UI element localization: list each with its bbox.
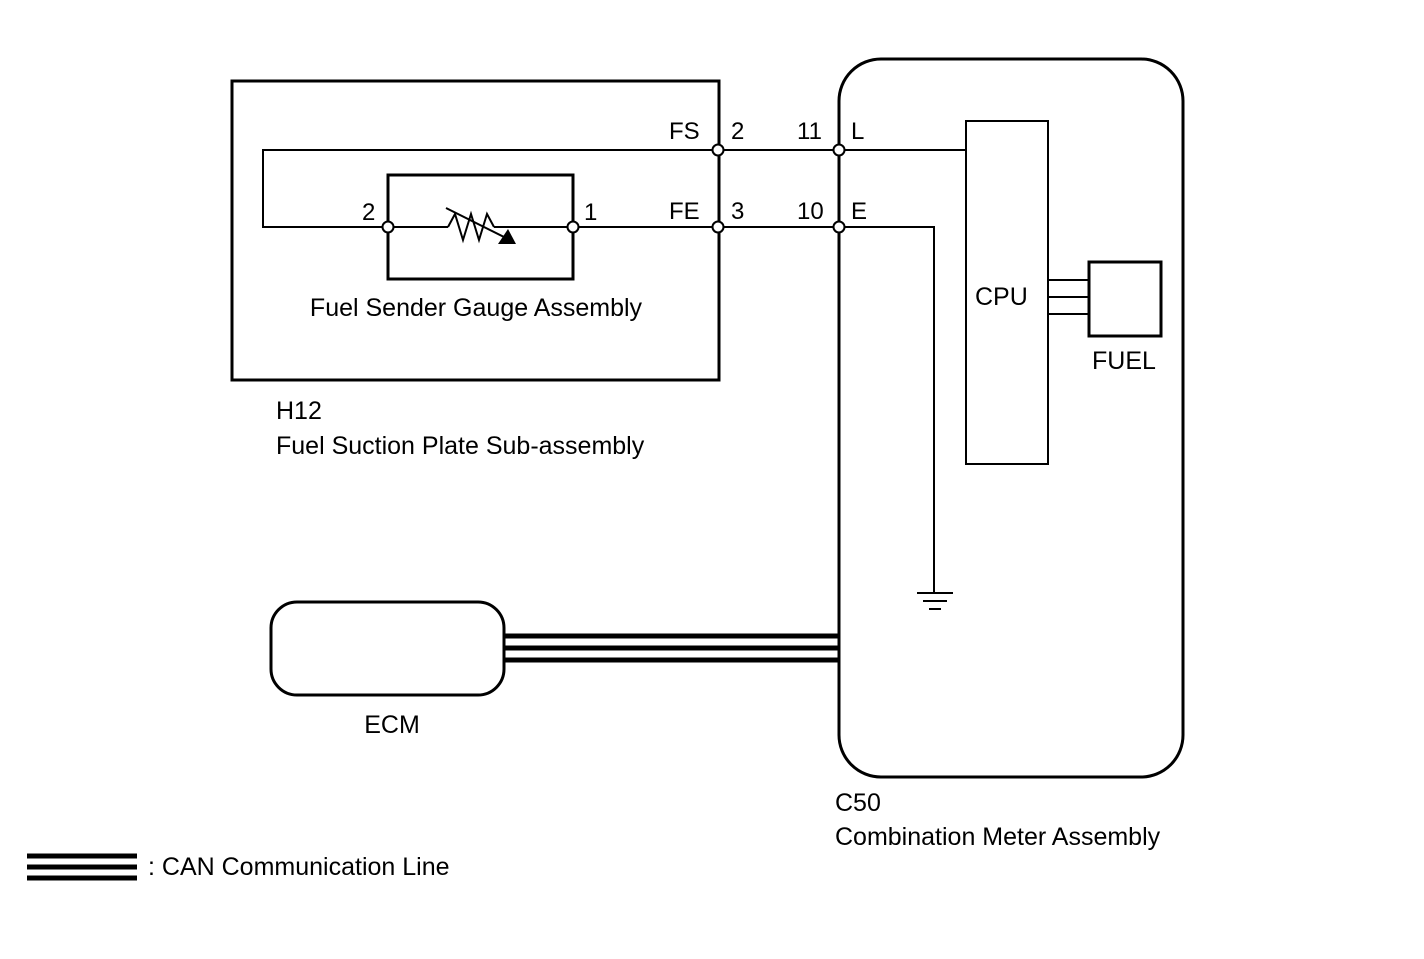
label-fs-pin: 2 <box>731 118 744 145</box>
node-fe-h12 <box>711 220 725 234</box>
label-fe-pin: 3 <box>731 198 744 225</box>
label-c50-pin-11: 11 <box>797 118 822 145</box>
resistor-arrow-shaft <box>445 207 511 241</box>
can-bus-lines <box>504 633 839 663</box>
ecm-box <box>269 600 506 697</box>
node-sender-pin1 <box>566 220 580 234</box>
ground-wire <box>839 226 935 592</box>
label-sender-pin-1: 1 <box>584 199 597 226</box>
legend-can-label: : CAN Communication Line <box>148 853 450 881</box>
ecm-label: ECM <box>364 711 420 739</box>
label-terminal-l: L <box>851 118 864 145</box>
legend-can-symbol <box>27 853 137 881</box>
combination-meter-enclosure <box>837 57 1185 779</box>
fuel-label: FUEL <box>1092 347 1156 375</box>
label-c50-pin-10: 10 <box>797 198 824 225</box>
variable-resistor-icon <box>447 210 495 244</box>
fuel-sender-name: Fuel Sender Gauge Assembly <box>310 294 643 322</box>
fuel-indicator-box <box>1087 260 1163 338</box>
resistor-arrow-head <box>498 229 516 244</box>
label-terminal-e: E <box>851 198 867 225</box>
node-sender-pin2 <box>381 220 395 234</box>
label-fs: FS <box>669 118 700 145</box>
node-l-c50 <box>832 143 846 157</box>
fs-loop-wire <box>262 149 718 228</box>
c50-name: Combination Meter Assembly <box>835 823 1161 851</box>
label-sender-pin-2: 2 <box>362 199 375 226</box>
cpu-box <box>965 120 1049 465</box>
h12-name: Fuel Suction Plate Sub-assembly <box>276 432 645 460</box>
h12-code: H12 <box>276 397 322 425</box>
node-e-c50 <box>832 220 846 234</box>
c50-code: C50 <box>835 789 881 817</box>
ground-icon <box>917 592 953 610</box>
cpu-label: CPU <box>975 283 1028 311</box>
node-fs-h12 <box>711 143 725 157</box>
label-fe: FE <box>669 198 700 225</box>
